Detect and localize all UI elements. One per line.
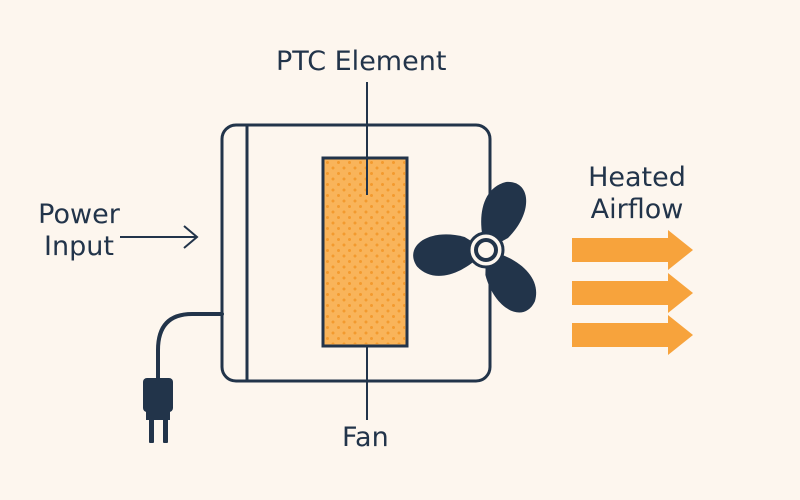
heated-airflow-label-line2: Airflow xyxy=(590,194,684,225)
power-input-label-line2: Input xyxy=(44,231,114,262)
fan-blade xyxy=(413,234,486,276)
ptc-element-label: PTC Element xyxy=(276,46,447,77)
airflow-arrow xyxy=(572,230,693,270)
plug-icon xyxy=(143,378,173,443)
fan-icon xyxy=(413,181,537,313)
fan-hub xyxy=(474,238,498,262)
heated-airflow-label-line1: Heated xyxy=(588,162,686,193)
airflow-arrow xyxy=(572,273,693,313)
fan-label: Fan xyxy=(342,422,389,453)
power-input-label-line1: Power xyxy=(38,199,120,230)
heated-airflow-label: Heated Airflow xyxy=(582,162,692,226)
power-input-arrow xyxy=(120,225,199,249)
power-input-label: Power Input xyxy=(24,199,134,263)
ptc-element-texture xyxy=(325,160,405,344)
airflow-arrow xyxy=(572,315,693,355)
power-cord xyxy=(156,312,224,382)
fan-blade xyxy=(485,250,537,313)
